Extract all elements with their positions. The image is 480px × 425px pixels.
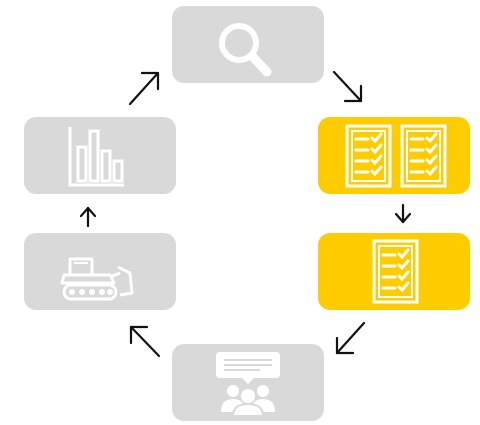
node-bulldozer — [24, 233, 176, 310]
node-bar-chart — [24, 117, 176, 194]
magnifier-icon — [219, 23, 272, 77]
bar-chart-icon — [68, 127, 124, 187]
arrow-double-checklist-to-checklist — [394, 203, 412, 224]
double-checklist-icon — [345, 124, 447, 188]
node-checklist — [318, 233, 470, 310]
arrow-search-to-double-checklist — [332, 70, 363, 103]
node-search — [172, 6, 324, 83]
bulldozer-icon — [60, 257, 134, 301]
checklist-icon — [372, 239, 419, 304]
arrow-checklist-to-meeting — [335, 321, 366, 355]
arrow-bar-chart-to-search — [128, 71, 160, 106]
node-meeting — [172, 344, 324, 421]
node-double-checklist — [318, 117, 470, 194]
arrow-bulldozer-to-bar-chart — [79, 206, 97, 228]
arrow-meeting-to-bulldozer — [129, 325, 161, 358]
people-meeting-icon — [216, 352, 280, 417]
